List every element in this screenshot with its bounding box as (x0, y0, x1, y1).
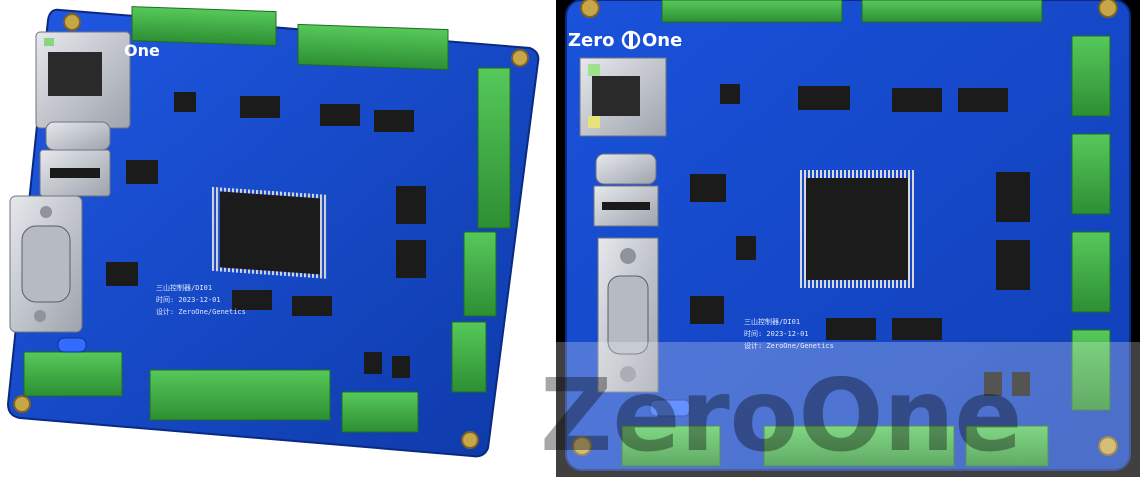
right-silk-line2: 时间: 2023-12-01 (744, 329, 809, 338)
right-rj45-opening (592, 76, 640, 116)
right-terminal-bottom-c (965, 425, 1049, 467)
right-ic (996, 172, 1030, 222)
right-ic (798, 86, 850, 110)
right-terminal-top-b (861, 0, 1043, 23)
left-silk-line3: 设计: ZeroOne/Genetics (156, 307, 246, 316)
brand-logo-icon (621, 30, 641, 50)
left-terminal-bottom-a (23, 351, 123, 397)
right-mount-hole (572, 436, 592, 456)
right-ic (690, 296, 724, 324)
right-db9-connector (607, 275, 649, 355)
left-mcu-chip (220, 191, 320, 275)
right-brand-one: One (642, 30, 682, 51)
left-usb-a-tongue (50, 168, 100, 178)
right-usb-a-tongue (602, 202, 650, 210)
left-ic (374, 110, 414, 132)
left-ic (126, 160, 158, 184)
watermark-text: ZeroOne (540, 357, 1022, 474)
left-terminal-top-a (131, 6, 277, 47)
right-board: Zero One (565, 0, 1131, 471)
right-ic (720, 84, 740, 104)
right-terminal-side-a (1071, 35, 1111, 117)
left-terminal-top-b (297, 23, 449, 71)
watermark-panel (515, 342, 1140, 477)
left-db9-screw (34, 310, 46, 322)
right-usb-c-port (595, 153, 657, 185)
left-mount-hole (511, 49, 529, 67)
left-ic (232, 290, 272, 310)
left-terminal-right-c (451, 321, 487, 393)
right-ic (826, 318, 876, 340)
left-db9-screw (40, 206, 52, 218)
right-ic (892, 318, 942, 340)
left-terminal-bottom-c (341, 391, 419, 433)
right-terminal-bottom-b (763, 425, 955, 467)
right-terminal-bottom-a (621, 425, 721, 467)
right-db9-screw (620, 366, 636, 382)
right-db9-screw (620, 248, 636, 264)
left-rj45-opening (48, 52, 102, 96)
right-terminal-side-c (1071, 231, 1111, 313)
left-ic (292, 296, 332, 316)
left-board: One 三山控制器/DI01 时间: 2023-12-01 设计: ZeroOn… (6, 6, 540, 458)
left-silk-line2: 时间: 2023-12-01 (156, 295, 221, 304)
right-ic (690, 174, 726, 202)
left-silk-line1: 三山控制器/DI01 (156, 283, 212, 292)
right-silk-line3: 设计: ZeroOne/Genetics (744, 341, 834, 350)
right-terminal-side-b (1071, 133, 1111, 215)
right-rj45-led (588, 116, 600, 128)
right-ic (892, 88, 942, 112)
right-mount-hole (1098, 436, 1118, 456)
right-ic (996, 240, 1030, 290)
right-silk-line1: 三山控制器/DI01 (744, 317, 800, 326)
right-ic (958, 88, 1008, 112)
right-rj45-led (588, 64, 600, 76)
right-terminal-top-a (661, 0, 843, 23)
right-blue-capacitor (649, 399, 691, 417)
left-ic (320, 104, 360, 126)
left-ic (396, 186, 426, 224)
left-mount-hole (461, 431, 479, 449)
right-terminal-side-d (1071, 329, 1111, 411)
left-mount-hole (63, 13, 81, 31)
right-brand-zero: Zero (568, 30, 615, 51)
left-terminal-right-a (477, 67, 511, 229)
left-relay (392, 356, 410, 378)
left-relay (364, 352, 382, 374)
left-brand-partial: One (124, 41, 160, 60)
left-mount-hole (13, 395, 31, 413)
left-rj45-led (44, 38, 54, 46)
brand-logo-icon-bar (629, 33, 633, 47)
left-terminal-right-b (463, 231, 497, 317)
right-relay (1012, 372, 1030, 396)
left-ic (174, 92, 196, 112)
right-relay (984, 372, 1002, 396)
right-mount-hole (580, 0, 600, 18)
right-mount-hole (1098, 0, 1118, 18)
right-ic (736, 236, 756, 260)
left-ic (396, 240, 426, 278)
left-blue-capacitor (57, 337, 87, 353)
right-mcu-chip (806, 178, 908, 280)
left-terminal-bottom-b (149, 369, 331, 421)
left-db9-connector (21, 225, 71, 303)
left-ic (106, 262, 138, 286)
left-ic (240, 96, 280, 118)
left-usb-c-port (45, 121, 111, 151)
